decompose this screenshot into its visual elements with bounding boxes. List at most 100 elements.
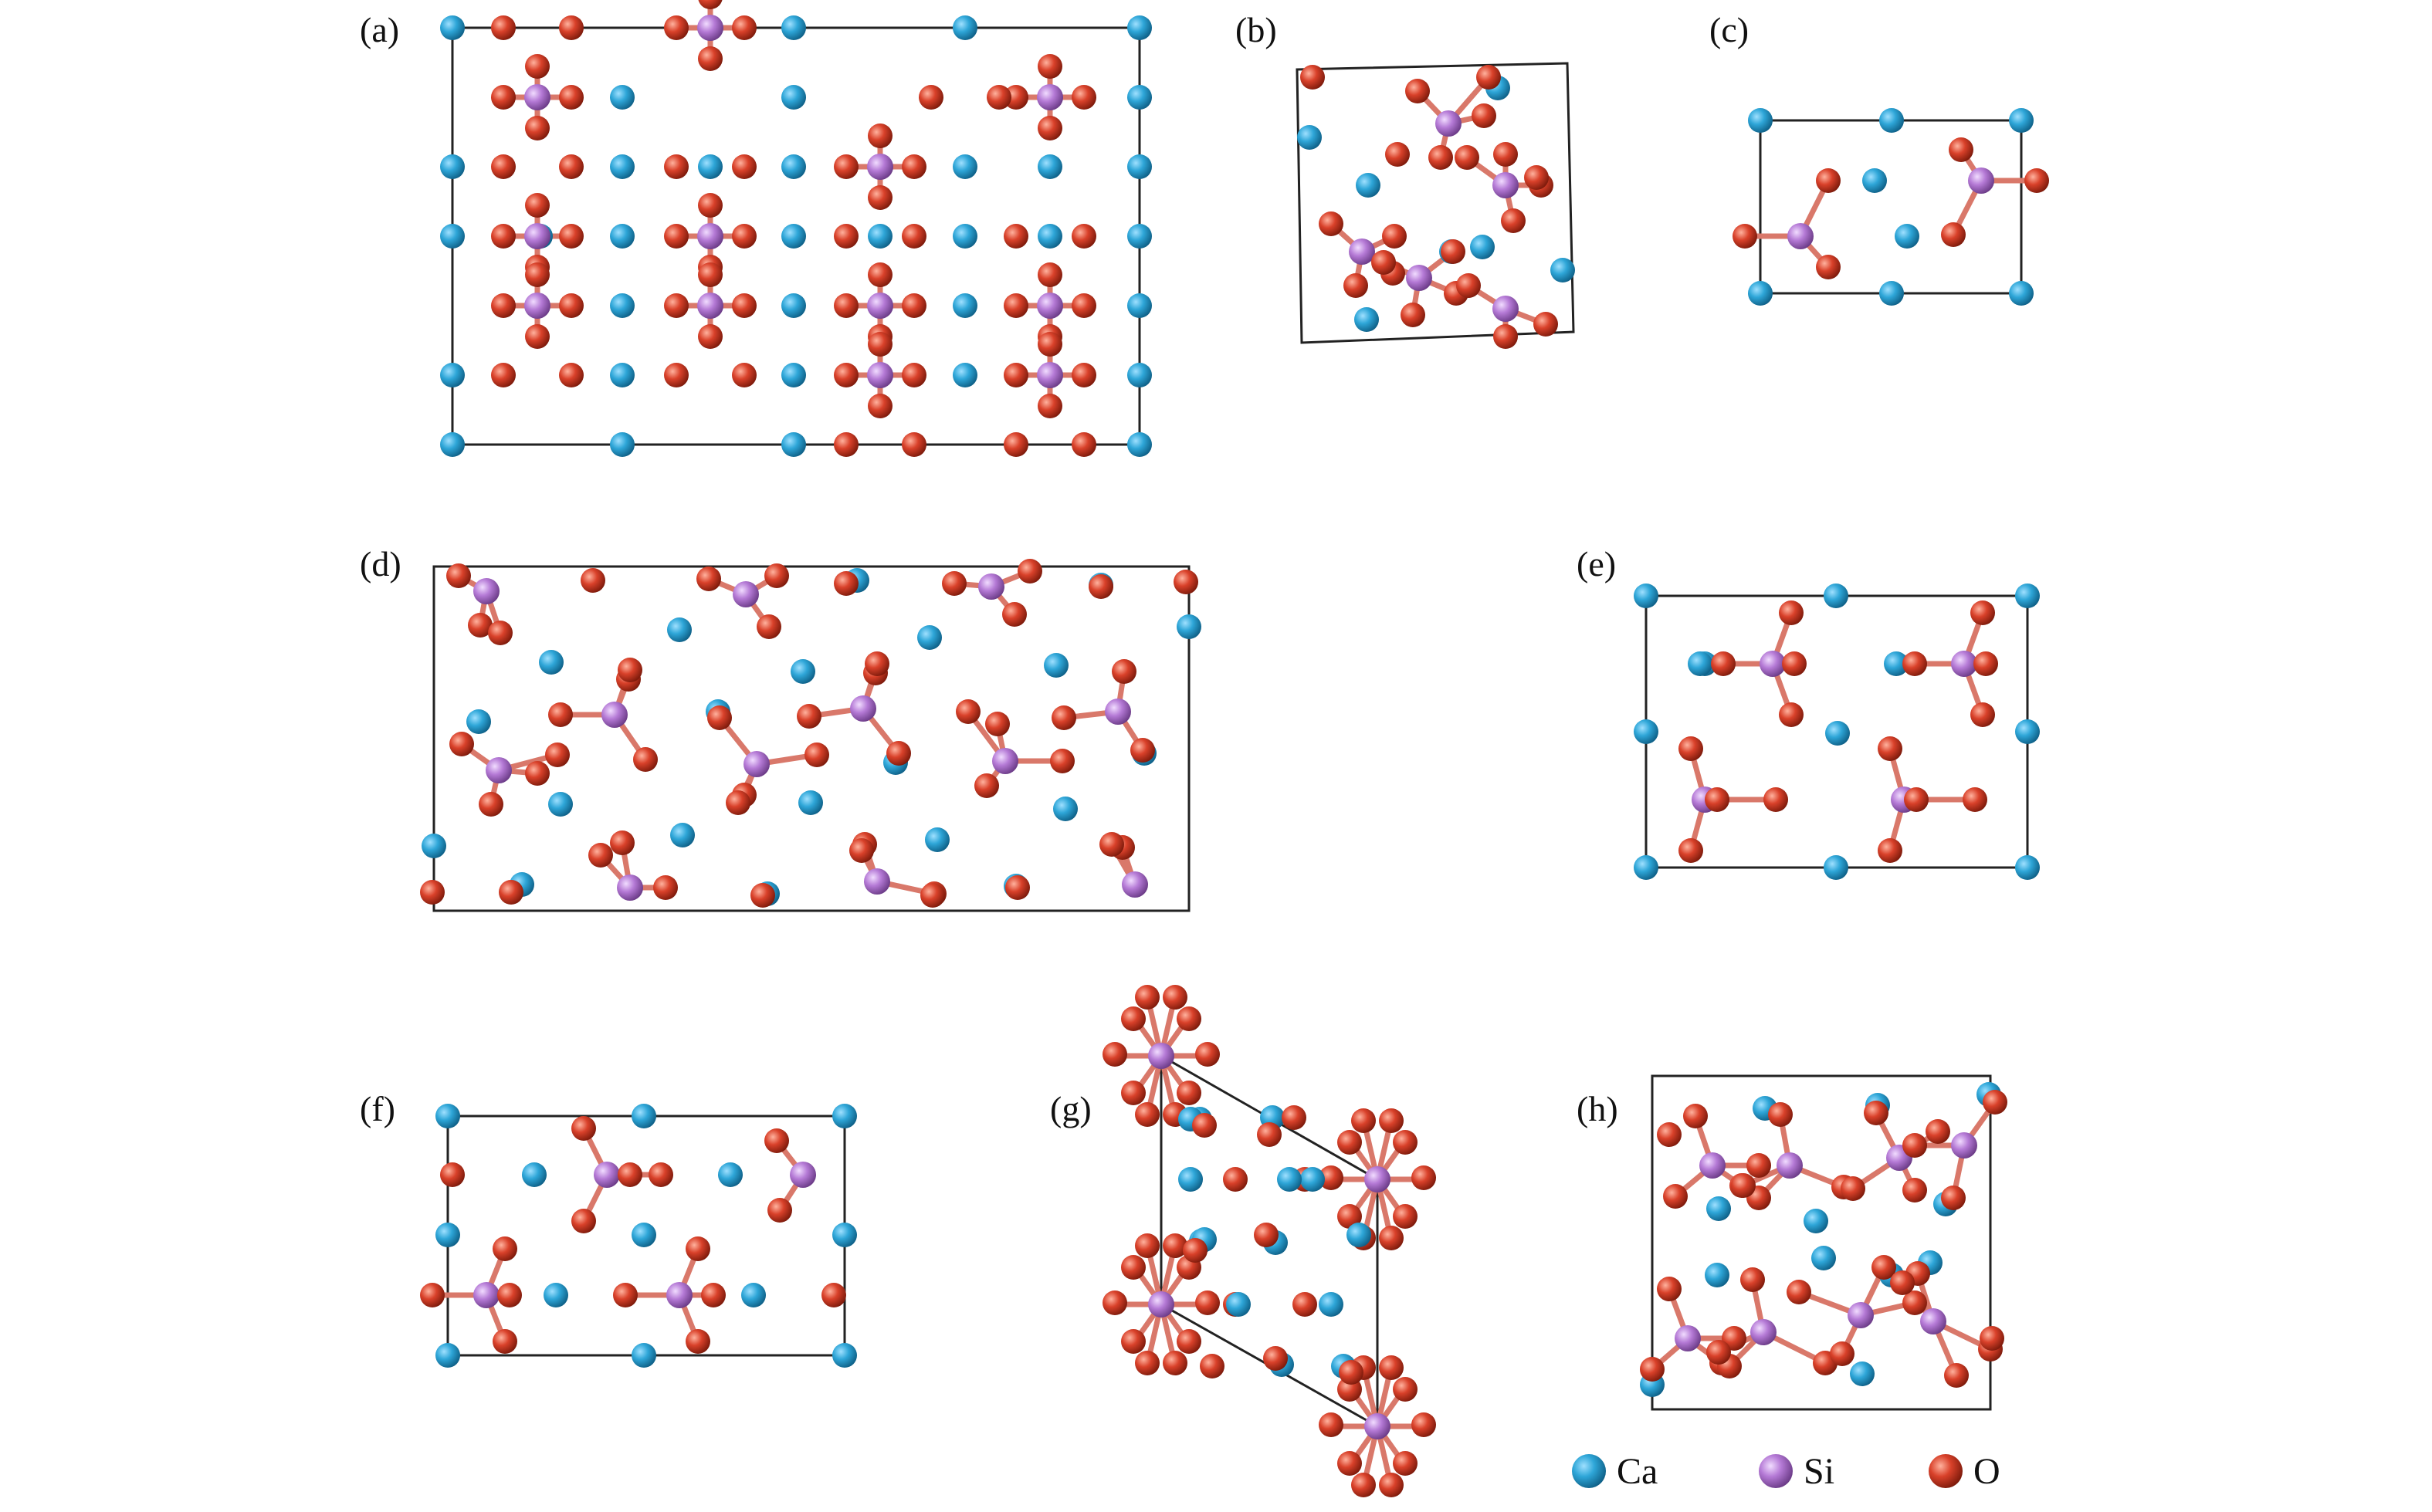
o-atom xyxy=(559,293,584,318)
unit-cell-c xyxy=(1759,119,2023,295)
o-atom xyxy=(834,363,859,387)
o-atom xyxy=(1163,1351,1187,1375)
o-atom xyxy=(1130,738,1155,763)
o-atom xyxy=(902,293,926,318)
si-atom xyxy=(1349,238,1375,265)
ca-atom xyxy=(2009,281,2034,306)
si-atom xyxy=(1122,871,1148,898)
ca-atom xyxy=(1705,1263,1729,1287)
si-atom xyxy=(867,154,893,180)
ca-atom xyxy=(440,224,465,249)
si-atom xyxy=(697,15,723,41)
si-atom xyxy=(1777,1152,1803,1179)
o-atom xyxy=(1282,1105,1306,1130)
o-atom xyxy=(707,705,732,730)
o-atom xyxy=(1343,273,1368,298)
ca-atom xyxy=(781,224,806,249)
ca-atom xyxy=(718,1162,743,1187)
ca-atom xyxy=(544,1283,568,1307)
o-atom xyxy=(942,571,967,596)
o-atom xyxy=(1493,142,1518,167)
si-atom xyxy=(486,757,512,783)
o-atom xyxy=(1072,85,1096,110)
o-atom xyxy=(1200,1354,1224,1378)
o-atom xyxy=(1379,1226,1404,1250)
o-atom xyxy=(525,761,550,786)
si-atom xyxy=(524,293,550,319)
o-atom xyxy=(1183,1238,1208,1263)
o-atom xyxy=(1072,432,1096,457)
o-atom xyxy=(1163,985,1187,1010)
ca-atom xyxy=(1748,281,1773,306)
o-atom xyxy=(1393,1451,1418,1476)
o-atom xyxy=(1292,1292,1317,1317)
ca-atom xyxy=(1634,583,1658,608)
o-atom xyxy=(1038,116,1062,140)
o-atom xyxy=(1731,1173,1756,1198)
legend-label-si: Si xyxy=(1804,1451,1834,1492)
o-atom xyxy=(440,1162,465,1187)
o-atom xyxy=(1177,1081,1201,1105)
o-atom xyxy=(1411,1165,1436,1190)
unit-cell-d xyxy=(432,565,1191,912)
si-atom xyxy=(666,1282,693,1308)
o-atom xyxy=(1254,1223,1279,1247)
ca-atom xyxy=(1748,108,1773,133)
ca-atom xyxy=(832,1223,857,1247)
o-atom xyxy=(1121,1081,1146,1105)
ca-atom xyxy=(610,293,635,318)
o-atom xyxy=(698,46,723,71)
ca-atom xyxy=(610,224,635,249)
o-atom xyxy=(987,85,1011,110)
o-atom xyxy=(1705,787,1729,812)
o-atom xyxy=(1816,168,1841,193)
ca-atom xyxy=(2015,719,2040,744)
o-atom xyxy=(1339,1360,1363,1385)
o-atom xyxy=(1830,1341,1854,1366)
ca-atom xyxy=(1038,154,1062,179)
o-atom xyxy=(491,363,516,387)
o-atom xyxy=(1963,787,1987,812)
o-atom xyxy=(732,363,757,387)
o-atom xyxy=(868,332,893,357)
si-atom xyxy=(1492,172,1519,198)
si-atom xyxy=(1675,1325,1701,1351)
o-atom xyxy=(1401,303,1425,327)
si-atom xyxy=(1148,1291,1174,1318)
o-atom xyxy=(468,613,493,638)
o-atom xyxy=(1319,1412,1343,1437)
ca-atom xyxy=(791,659,815,684)
o-atom xyxy=(1263,1346,1288,1371)
ca-atom xyxy=(1300,1167,1325,1192)
o-atom xyxy=(1004,432,1028,457)
o-atom xyxy=(974,773,999,798)
ca-atom xyxy=(1178,1167,1203,1192)
legend-label-ca: Ca xyxy=(1617,1451,1658,1492)
o-atom xyxy=(1428,145,1453,170)
o-atom xyxy=(1970,600,1995,625)
o-atom xyxy=(1038,54,1062,79)
o-atom xyxy=(1121,1255,1146,1280)
o-atom xyxy=(1192,1113,1217,1138)
ca-atom xyxy=(632,1343,656,1368)
o-atom xyxy=(1983,1090,2007,1115)
o-atom xyxy=(1941,1186,1966,1210)
ca-atom xyxy=(1879,108,1904,133)
ca-atom xyxy=(781,154,806,179)
o-atom xyxy=(581,568,605,593)
ca-atom xyxy=(435,1223,460,1247)
o-atom xyxy=(732,293,757,318)
ca-atom xyxy=(667,617,692,642)
ca-atom xyxy=(2015,855,2040,880)
o-atom xyxy=(1657,1122,1682,1147)
o-atom xyxy=(757,614,781,639)
o-atom xyxy=(902,432,926,457)
ca-atom xyxy=(1470,235,1495,259)
o-atom xyxy=(571,1209,596,1233)
o-atom xyxy=(834,571,859,596)
si-atom xyxy=(1848,1302,1874,1328)
panel-label-b: (b) xyxy=(1235,10,1277,49)
ca-atom xyxy=(1277,1167,1302,1192)
o-atom xyxy=(1135,1351,1160,1375)
